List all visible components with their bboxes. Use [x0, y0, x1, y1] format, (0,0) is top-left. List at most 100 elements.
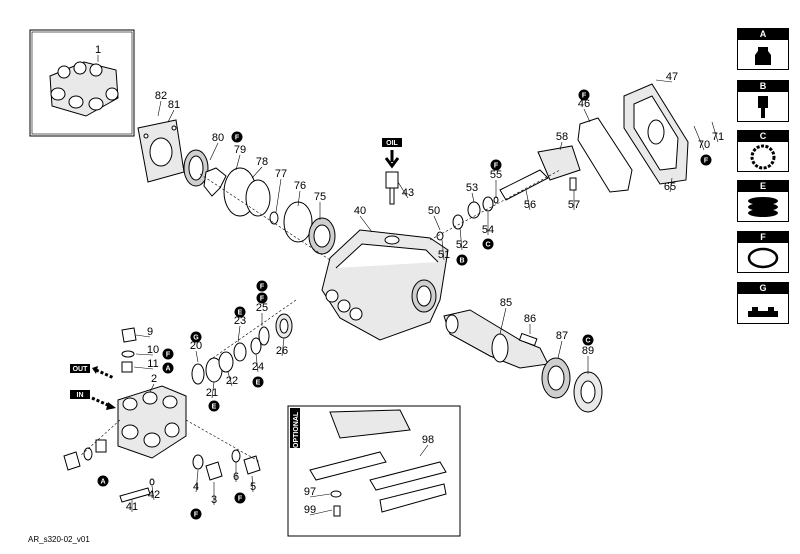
svg-text:A: A	[165, 366, 170, 373]
tool-plate-icon	[738, 295, 788, 323]
part-number: 65	[664, 181, 676, 193]
legend-box-a: A	[737, 28, 789, 70]
part-label-25: 25	[256, 302, 268, 326]
gasket-46	[577, 117, 633, 193]
part-number: 40	[354, 205, 366, 217]
badge-F: F	[490, 159, 502, 171]
part-label-43: 43	[397, 181, 414, 199]
svg-text:B: B	[459, 258, 464, 265]
part-label-2: 2	[149, 373, 157, 393]
badge-C: C	[482, 238, 494, 250]
part-number: 85	[500, 297, 512, 309]
part-number: 52	[456, 239, 468, 251]
part-number: 51	[438, 249, 450, 261]
badge-F: F	[234, 492, 246, 504]
part-number: 57	[568, 199, 580, 211]
part-number: 41	[126, 501, 138, 513]
part-label-78: 78	[251, 156, 268, 179]
part-label-52: 52	[456, 227, 468, 251]
legend-letter: G	[738, 283, 788, 294]
part-number: 82	[155, 90, 167, 102]
part-number: 25	[256, 302, 268, 314]
seal-stack-left	[191, 313, 293, 385]
svg-text:F: F	[260, 284, 265, 291]
legend-box-b: B	[737, 80, 789, 122]
in-tag: IN	[70, 390, 116, 410]
optional-tag: OPTIONAL	[293, 411, 300, 448]
manifold-inset	[29, 29, 135, 137]
part-label-24: 24	[252, 353, 264, 373]
optional-bracket-box	[287, 405, 461, 537]
camshaft-parts	[436, 145, 581, 241]
part-number: 1	[95, 44, 101, 56]
part-label-20: 20	[190, 340, 202, 363]
legend-letter: B	[738, 81, 788, 92]
part-number: 89	[582, 345, 594, 357]
svg-text:F: F	[582, 93, 587, 100]
svg-text:F: F	[260, 296, 265, 303]
svg-text:E: E	[238, 310, 243, 317]
part-number: 58	[556, 131, 568, 143]
part-number: 3	[211, 494, 217, 506]
part-number: 4	[193, 481, 199, 493]
part-label-87: 87	[556, 330, 568, 359]
part-label-58: 58	[556, 131, 568, 151]
part-label-76: 76	[294, 180, 306, 207]
part-number: 9	[147, 326, 153, 338]
part-number: 26	[276, 345, 288, 357]
part-number: 86	[524, 313, 536, 325]
legend-letter: E	[738, 181, 788, 192]
part-label-85: 85	[499, 297, 512, 335]
part-label-11: 11	[133, 358, 159, 370]
part-label-71: 71	[711, 121, 724, 143]
badge-F: F	[256, 280, 268, 292]
rear-cover-65	[623, 83, 689, 185]
part-label-65: 65	[664, 177, 676, 193]
part-number: 10	[147, 344, 159, 356]
badge-C: C	[582, 334, 594, 346]
out-tag: OUT	[70, 364, 115, 380]
part-number: 77	[275, 168, 287, 180]
bearing-cover-81	[137, 119, 185, 183]
part-number: 81	[168, 99, 180, 111]
svg-text:E: E	[212, 404, 217, 411]
part-number: 71	[712, 131, 724, 143]
part-number: 42	[148, 489, 160, 501]
part-label-82: 82	[155, 90, 167, 117]
part-number: 24	[252, 361, 264, 373]
part-label-81: 81	[167, 99, 180, 123]
part-label-80: 80	[209, 132, 224, 161]
legend-box-e: E	[737, 180, 789, 222]
part-label-47: 47	[655, 71, 678, 83]
part-label-75: 75	[314, 191, 326, 220]
badge-E: E	[234, 306, 246, 318]
part-number: 43	[402, 187, 414, 199]
oil-dipstick-43	[384, 150, 400, 205]
part-label-9: 9	[135, 326, 153, 338]
part-number: 55	[490, 169, 502, 181]
manifold-2	[117, 385, 187, 459]
crankcase-40	[321, 229, 449, 341]
part-number: 78	[256, 156, 268, 168]
part-number: 80	[212, 132, 224, 144]
part-label-55: 55	[490, 169, 502, 198]
badge-F: F	[578, 89, 590, 101]
badge-F: F	[700, 154, 712, 166]
part-label-46: 46	[578, 98, 591, 123]
part-number: 99	[304, 504, 316, 516]
badge-E: E	[208, 400, 220, 412]
part-label-77: 77	[275, 168, 287, 213]
legend-box-g: G	[737, 282, 789, 324]
svg-text:F: F	[704, 158, 709, 165]
oil-tag: OIL	[382, 138, 402, 147]
svg-text:F: F	[194, 512, 199, 519]
part-number: 50	[428, 205, 440, 217]
part-number: 46	[578, 98, 590, 110]
svg-text:IN: IN	[77, 392, 84, 399]
badge-F: F	[162, 348, 174, 360]
part-label-42: 42	[148, 485, 160, 501]
part-number: 79	[234, 144, 246, 156]
svg-text:G: G	[193, 335, 199, 342]
